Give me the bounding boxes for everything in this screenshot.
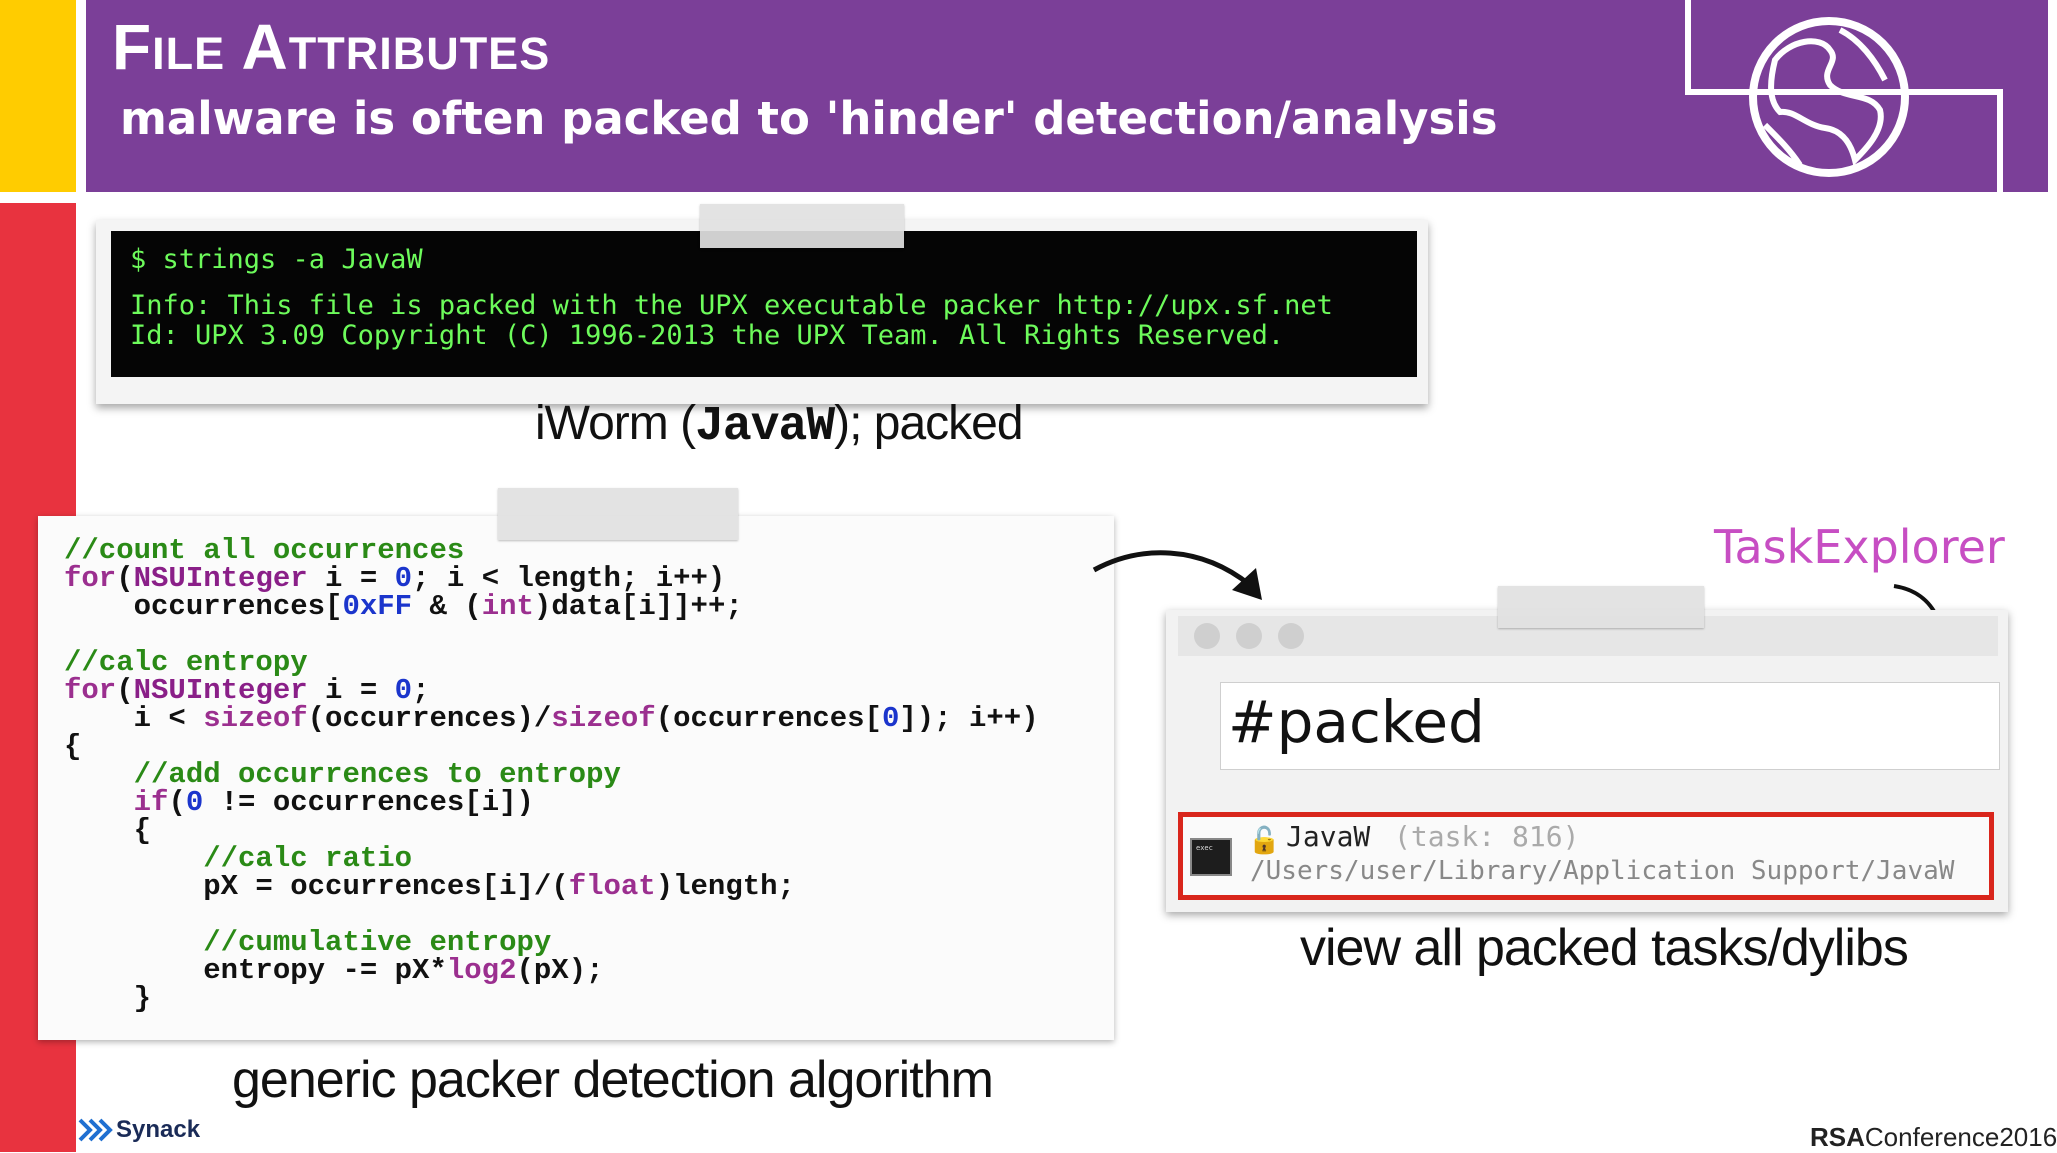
algorithm-caption: generic packer detection algorithm bbox=[232, 1051, 994, 1109]
terminal-icon-text: exec bbox=[1196, 844, 1213, 852]
code-line: for(NSUInteger i = 0; i < length; i++) bbox=[64, 562, 726, 595]
globe-logo-icon bbox=[1685, 0, 2003, 200]
tape-strip bbox=[498, 488, 738, 540]
code-comment: //add occurrences to entropy bbox=[64, 758, 621, 791]
task-row-highlighted[interactable] bbox=[1178, 812, 1994, 900]
search-input[interactable] bbox=[1220, 682, 2000, 770]
code-comment: //cumulative entropy bbox=[64, 926, 552, 959]
code-line: occurrences[0xFF & (int)data[i]]++; bbox=[64, 590, 743, 623]
code-line: } bbox=[64, 982, 152, 1015]
code-line: { bbox=[64, 730, 82, 763]
task-name: JavaW bbox=[1286, 820, 1371, 853]
window-zoom-button[interactable] bbox=[1278, 623, 1304, 649]
synack-logo-text: Synack bbox=[116, 1116, 201, 1143]
task-path: /Users/user/Library/Application Support/… bbox=[1250, 856, 1955, 886]
code-comment: //calc ratio bbox=[64, 842, 413, 875]
terminal-window bbox=[111, 231, 1417, 377]
code-line: entropy -= pX*log2(pX); bbox=[64, 954, 604, 987]
code-line: i < sizeof(occurrences)/sizeof(occurrenc… bbox=[64, 702, 1039, 735]
unlocked-padlock-icon: 🔓 bbox=[1248, 826, 1281, 856]
rsa-logo-rest: Conference2016 bbox=[1864, 1122, 2057, 1152]
window-minimize-button[interactable] bbox=[1236, 623, 1262, 649]
code-comment: //count all occurrences bbox=[64, 534, 465, 567]
rsa-conference-logo: RSAConference2016 bbox=[1810, 1122, 2057, 1153]
search-input-value: #packed bbox=[1228, 688, 1485, 756]
code-comment: //calc entropy bbox=[64, 646, 308, 679]
task-pid: (task: 816) bbox=[1394, 820, 1580, 853]
iworm-caption: iWorm (JavaW); packed bbox=[535, 396, 1024, 454]
rsa-logo-bold: RSA bbox=[1810, 1122, 1865, 1152]
terminal-command: $ strings -a JavaW bbox=[130, 244, 423, 275]
code-line: for(NSUInteger i = 0; bbox=[64, 674, 430, 707]
code-line: if(0 != occurrences[i]) bbox=[133, 786, 534, 819]
code-card bbox=[38, 516, 1114, 1040]
synack-logo-icon bbox=[78, 1118, 113, 1142]
view-caption: view all packed tasks/dylibs bbox=[1300, 919, 1909, 977]
tape-strip bbox=[700, 204, 904, 248]
terminal-info-line: Info: This file is packed with the UPX e… bbox=[130, 290, 1333, 321]
arrow-icon bbox=[1092, 550, 1262, 600]
terminal-id-line: Id: UPX 3.09 Copyright (C) 1996-2013 the… bbox=[130, 320, 1285, 351]
taskexplorer-label: TaskExplorer bbox=[1714, 520, 2005, 574]
terminal-app-icon: exec bbox=[1190, 838, 1232, 876]
window-close-button[interactable] bbox=[1194, 623, 1220, 649]
code-line: { bbox=[64, 814, 152, 847]
code-line: pX = occurrences[i]/(float)length; bbox=[64, 870, 795, 903]
iworm-caption-prefix: iWorm ( bbox=[535, 397, 696, 450]
yellow-accent-bar bbox=[0, 0, 76, 192]
header-banner bbox=[86, 0, 2048, 192]
slide-subtitle: malware is often packed to 'hinder' dete… bbox=[120, 92, 1498, 145]
slide-title: File Attributes bbox=[112, 11, 551, 83]
iworm-caption-binary: JavaW bbox=[695, 400, 835, 454]
tape-strip bbox=[1498, 586, 1704, 628]
iworm-caption-suffix: ); packed bbox=[834, 397, 1023, 450]
